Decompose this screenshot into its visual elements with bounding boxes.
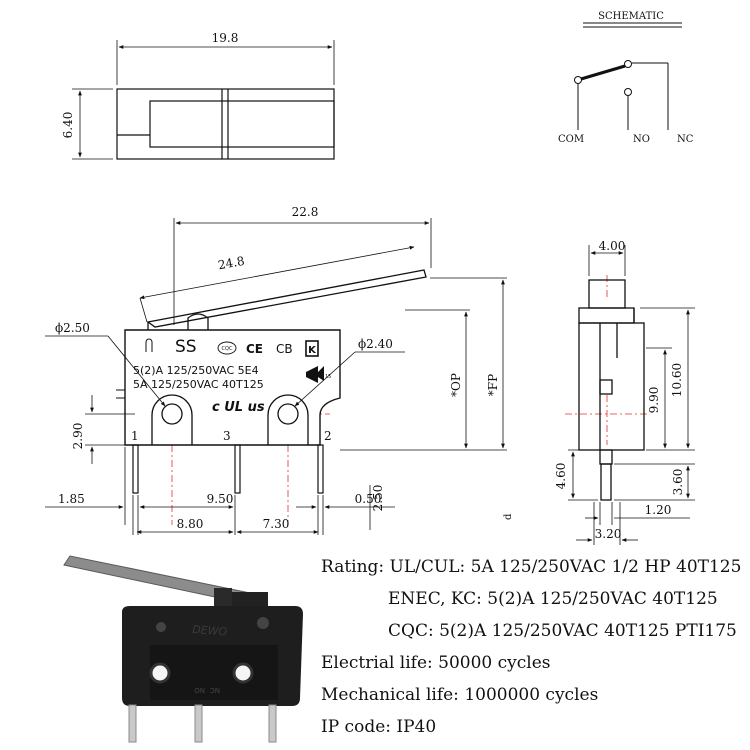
- top-view: [72, 40, 335, 160]
- dim-3-60: 3.60: [671, 469, 685, 496]
- ce-mark: CE: [246, 342, 263, 356]
- dim-9-90: 9.90: [647, 387, 661, 414]
- spec-ip-code: IP code: IP40: [321, 717, 437, 737]
- pin-label-3: 3: [223, 429, 231, 443]
- end-pin: [600, 463, 612, 501]
- no-label: NO: [633, 134, 650, 145]
- svg-text:NO: NO: [194, 686, 205, 694]
- side-view: SS CQC CE CB K 5(2)A 125/250VAC 5E4 5A 1…: [45, 205, 514, 535]
- photo-pin-3: [268, 704, 277, 743]
- dim-24-8: 24.8: [217, 254, 246, 273]
- cqc-mark: CQC: [222, 346, 233, 352]
- nc-label: NC: [677, 134, 694, 145]
- mount-hole-right: [277, 403, 299, 425]
- kc-mark: [305, 340, 319, 357]
- plunger: [187, 313, 209, 330]
- hole-dia-left: ϕ2.50: [55, 321, 90, 335]
- dim-1-85: 1.85: [58, 492, 85, 506]
- svg-text:NC: NC: [210, 686, 220, 694]
- photo-pin-2: [194, 704, 203, 743]
- dim-3-20: 3.20: [595, 527, 622, 541]
- svg-text:K: K: [308, 345, 317, 356]
- cb-mark: CB: [276, 342, 293, 356]
- com-label: COM: [558, 134, 584, 145]
- schematic: SCHEMATIC COM NO NC: [558, 11, 694, 145]
- nc-contact: [624, 60, 632, 68]
- dim-4-60: 4.60: [554, 463, 568, 490]
- svg-text:15: 15: [325, 374, 331, 380]
- photo-pin-1: [128, 704, 137, 743]
- no-contact: [624, 88, 632, 96]
- dim-7-30: 7.30: [263, 517, 290, 531]
- dim-2-50: 2.50: [371, 485, 385, 512]
- dim-1-20: 1.20: [645, 503, 672, 517]
- com-contact: [574, 76, 582, 84]
- switch-body: [124, 329, 341, 446]
- spec-mechanical-life: Mechanical life: 1000000 cycles: [321, 685, 599, 705]
- lever: [146, 269, 427, 328]
- dim-8-80: 8.80: [177, 517, 204, 531]
- spec-enec: ENEC, KC: 5(2)A 125/250VAC 40T125: [388, 589, 718, 609]
- switch-blade: [580, 64, 626, 81]
- spec-electrical-life: Electrial life: 50000 cycles: [321, 653, 551, 673]
- spec-rating: Rating: UL/CUL: 5A 125/250VAC 1/2 HP 40T…: [321, 557, 742, 577]
- marking-line-1: 5(2)A 125/250VAC 5E4: [133, 364, 259, 377]
- dim-2-90: 2.90: [71, 423, 85, 450]
- dim-10-60: 10.60: [670, 363, 684, 397]
- dim-4-00: 4.00: [599, 239, 626, 253]
- dim-22-8: 22.8: [292, 205, 319, 219]
- end-view: 4.00 9.90 10.60 4.60 3.60 1.20 3.20: [554, 239, 695, 545]
- pin-label-2: 2: [324, 429, 332, 443]
- dim-19-8: 19.8: [212, 31, 239, 45]
- mount-hole-left: [161, 403, 183, 425]
- pin-nc: [317, 444, 324, 494]
- spec-cqc: CQC: 5(2)A 125/250VAC 40T125 PTI175: [388, 621, 737, 641]
- hole-dia-right: ϕ2.40: [358, 337, 393, 351]
- small-marker: d: [503, 513, 514, 520]
- enec-mark: [306, 366, 324, 383]
- brand-mark: SS: [175, 337, 197, 357]
- pin-no: [234, 444, 241, 494]
- photo-body-text: DEWO: [192, 623, 228, 638]
- ul-mark: c UL us: [212, 400, 265, 415]
- schematic-title: SCHEMATIC: [598, 11, 664, 22]
- dim-op: *OP: [449, 373, 463, 397]
- marking-line-2: 5A 125/250VAC 40T125: [133, 378, 264, 391]
- dim-9-50: 9.50: [207, 492, 234, 506]
- dim-fp: *FP: [486, 374, 500, 396]
- dim-6-40: 6.40: [61, 112, 75, 139]
- dim-0-50: 0.50: [355, 492, 382, 506]
- product-photo: DEWO NO NC: [63, 555, 303, 743]
- pin-label-1: 1: [131, 429, 139, 443]
- pin-com: [132, 444, 139, 494]
